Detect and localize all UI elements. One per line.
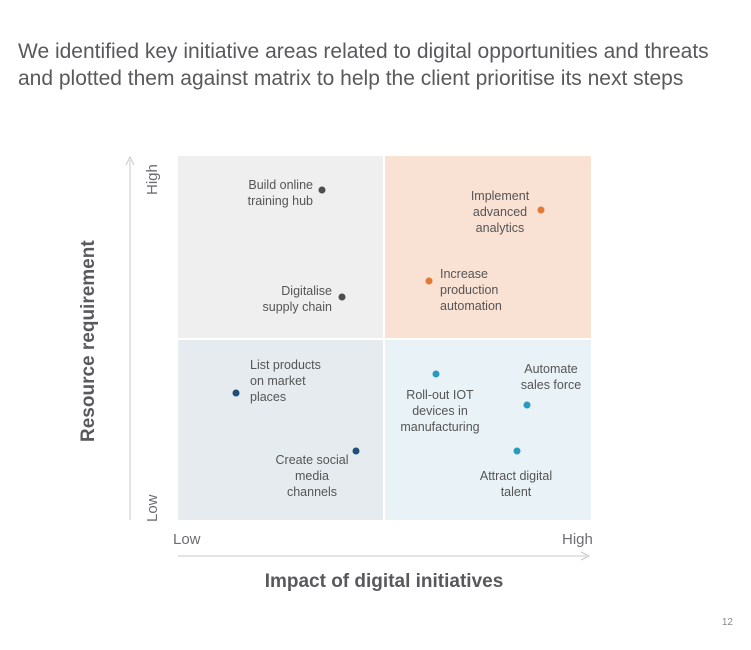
- y-axis-high-label: High: [144, 164, 161, 195]
- initiative-label-digital-talent: Attract digital talent: [479, 469, 553, 499]
- initiative-dot-digital-talent: [513, 447, 521, 455]
- initiative-label-supply-chain: Digitalise supply chain: [262, 284, 333, 314]
- quadrant-high-impact-high-resource: [385, 156, 591, 338]
- initiative-dot-market-places: [232, 389, 240, 397]
- y-axis-title: Resource requirement: [78, 240, 99, 442]
- x-axis-arrowhead: [580, 551, 591, 561]
- initiative-label-iot: Roll-out IOT devices in manufacturing: [400, 388, 480, 434]
- quadrant-high-impact-low-resource: [385, 340, 591, 520]
- initiative-dot-automation: [425, 277, 433, 285]
- initiative-label-market-places: List products on market places: [250, 358, 321, 404]
- initiative-label-social-media: Create social media channels: [275, 453, 349, 499]
- initiative-label-sales-force: Automate sales force: [520, 362, 582, 392]
- initiative-dot-analytics: [537, 206, 545, 214]
- initiative-label-online-training: Build online training hub: [247, 178, 313, 208]
- initiative-dot-social-media: [352, 447, 360, 455]
- initiative-dot-iot: [432, 370, 440, 378]
- quadrant-low-impact-low-resource: [178, 340, 383, 520]
- quadrant-low-impact-high-resource: [178, 156, 383, 338]
- initiative-label-analytics: Implement advanced analytics: [470, 189, 530, 235]
- x-axis-title: Impact of digital initiatives: [264, 571, 504, 592]
- initiative-label-automation: Increase production automation: [440, 267, 502, 313]
- initiative-dot-online-training: [318, 186, 326, 194]
- y-axis-low-label: Low: [144, 494, 161, 522]
- initiative-dot-sales-force: [523, 401, 531, 409]
- x-axis-low-label: Low: [173, 531, 201, 548]
- y-axis-arrowhead: [125, 155, 135, 166]
- x-axis-high-label: High: [562, 531, 593, 548]
- initiative-dot-supply-chain: [338, 293, 346, 301]
- page-number: 12: [721, 617, 733, 628]
- slide-headline: We identified key initiative areas relat…: [18, 40, 709, 90]
